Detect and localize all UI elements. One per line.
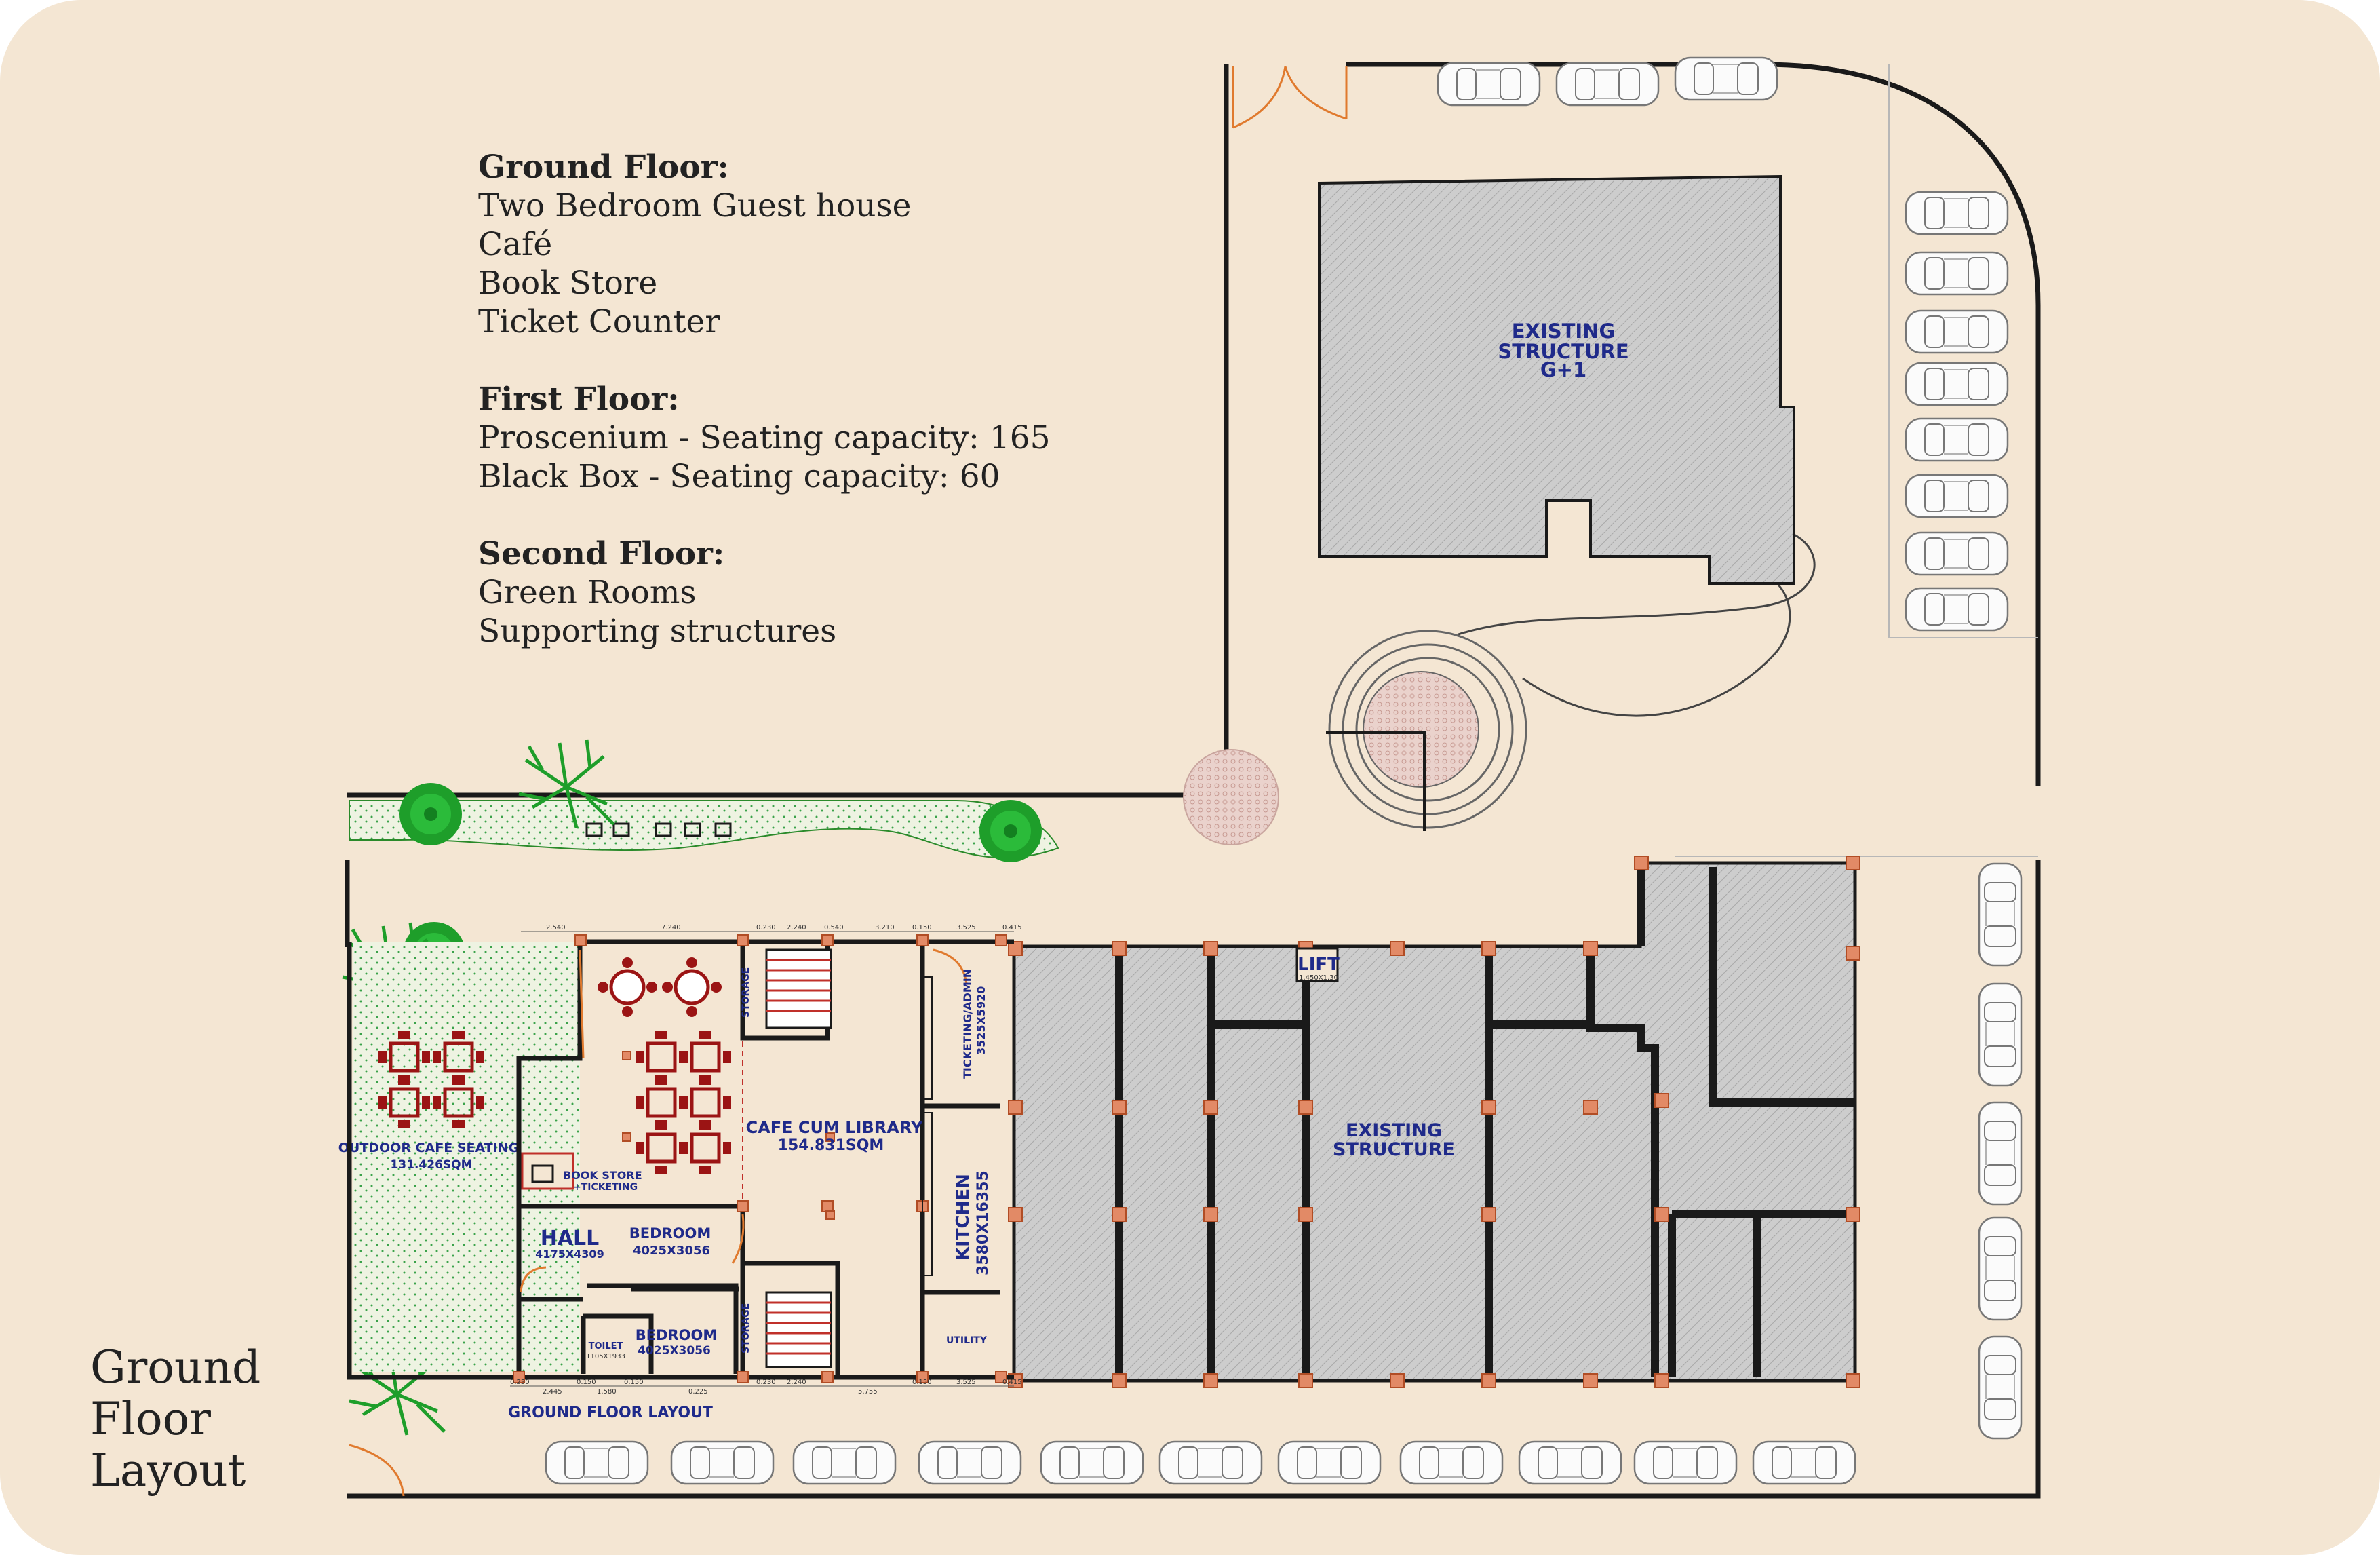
dimension-text: 7.240: [661, 924, 681, 932]
existing-structure-top: [1318, 174, 1795, 585]
staircase: [765, 948, 832, 1368]
cafe-area: 154.831SQM: [778, 1137, 884, 1154]
notes-ground-floor: Ground Floor: Two Bedroom Guest house Ca…: [478, 148, 1051, 341]
dimension-text: 0.150: [577, 1379, 596, 1386]
dimension-text: 0.230: [756, 1379, 776, 1386]
bedroom-dimension: 4025X3056: [638, 1344, 711, 1358]
notes-item: Black Box - Seating capacity: 60: [478, 458, 1000, 495]
dimension-text: 3.525: [956, 1379, 976, 1386]
bedroom-dimension: 4025X3056: [633, 1244, 710, 1258]
dimension-text: 0.415: [1002, 1379, 1022, 1386]
bookstore-label: +TICKETING: [573, 1182, 638, 1193]
lift-dimension: 1.450X1.30: [1299, 974, 1338, 982]
notes-item: Green Rooms: [478, 574, 697, 611]
cafe-tables: [598, 957, 731, 1174]
outdoor-area: 131.426SQM: [390, 1158, 472, 1172]
landscape-strip: [349, 800, 1059, 859]
kitchen-label: KITCHEN: [953, 1174, 973, 1261]
lift-label: LIFT: [1298, 955, 1340, 975]
notes-second-floor: Second Floor: Green Rooms Supporting str…: [478, 535, 1051, 651]
planter-boxes: [585, 822, 732, 837]
dimension-text: 2.445: [543, 1388, 562, 1396]
sheet-title: Ground Floor Layout: [90, 1342, 260, 1497]
dimension-text: 0.230: [510, 1379, 530, 1386]
lift-shaft: [1295, 947, 1339, 982]
notes-heading: Second Floor:: [478, 535, 725, 573]
amphitheatre-plaza: [1326, 526, 1816, 831]
notes-heading: Ground Floor:: [478, 149, 729, 186]
parking-right-upper: [1905, 191, 2009, 632]
cafe-label: CAFE CUM LIBRARY: [746, 1118, 923, 1137]
existing-main-label: STRUCTURE: [1333, 1139, 1455, 1160]
notes-first-floor: First Floor: Proscenium - Seating capaci…: [478, 380, 1051, 496]
ticketing-label: TICKETING/ADMIN: [961, 969, 974, 1079]
bedroom-label: BEDROOM: [629, 1225, 711, 1242]
top-dimension-line: 2.540 7.240 0.230 2.240 0.540 3.210 0.15…: [521, 924, 1022, 932]
storage-label: STORAGE: [741, 1303, 752, 1354]
parking-top: [1437, 56, 1778, 107]
dimension-text: 0.150: [624, 1379, 644, 1386]
paved-circle: [1183, 749, 1279, 845]
cafe-columns: [513, 934, 1007, 1383]
dimension-text: 0.150: [912, 924, 932, 932]
toilet-dimension: 1105X1933: [586, 1353, 625, 1360]
dimension-text: 1.580: [597, 1388, 617, 1396]
dimension-text: 0.230: [756, 924, 776, 932]
dimension-text: 5.755: [858, 1388, 878, 1396]
dimension-text: 0.540: [824, 924, 844, 932]
corner-gate: [349, 1444, 405, 1497]
notes-item: Book Store: [478, 265, 658, 302]
existing-top-label: G+1: [1540, 358, 1586, 381]
tree: [979, 800, 1042, 862]
toilet-label: TOILET: [589, 1341, 623, 1351]
parking-bottom: [545, 1440, 1856, 1485]
storage-label: STORAGE: [741, 967, 752, 1018]
kitchen-dimension: 3580X16355: [975, 1170, 992, 1275]
site-gate: [1232, 66, 1348, 129]
program-notes: Ground Floor: Two Bedroom Guest house Ca…: [478, 148, 1051, 689]
bedroom-label: BEDROOM: [636, 1327, 718, 1343]
layout-caption: GROUND FLOOR LAYOUT: [508, 1404, 713, 1421]
existing-main-label: EXISTING: [1346, 1120, 1442, 1141]
dimension-text: 3.525: [956, 924, 976, 932]
hall-dimension: 4175X4309: [535, 1248, 604, 1261]
utility-label: UTILITY: [946, 1335, 988, 1346]
notes-item: Supporting structures: [478, 613, 837, 650]
kitchen-counters: [922, 976, 933, 1276]
structure-columns: [1008, 856, 1860, 1388]
dimension-text: 0.225: [688, 1388, 708, 1396]
existing-top-label: STRUCTURE: [1498, 340, 1628, 363]
cafe-building-walls: [347, 939, 1014, 1380]
notes-item: Two Bedroom Guest house: [478, 187, 912, 225]
hall-label: HALL: [541, 1227, 600, 1250]
notes-item: Proscenium - Seating capacity: 165: [478, 419, 1051, 457]
existing-top-label: EXISTING: [1512, 320, 1616, 343]
dimension-text: 2.540: [546, 924, 566, 932]
tree: [399, 783, 462, 845]
wall-openings: [520, 948, 968, 1293]
notes-item: Café: [478, 226, 553, 263]
sheet-title-line: Ground: [90, 1341, 261, 1394]
parking-right-lower: [1978, 862, 2023, 1440]
sheet-title-line: Layout: [90, 1444, 246, 1497]
bookstore-desk: [531, 1164, 554, 1183]
dimension-text: 0.415: [1002, 924, 1022, 932]
notes-heading: First Floor:: [478, 381, 680, 418]
dimension-text: 0.150: [912, 1379, 932, 1386]
ticketing-dimension: 3525X5920: [975, 986, 988, 1055]
outdoor-label: OUTDOOR CAFE SEATING: [338, 1140, 520, 1155]
sheet-title-line: Floor: [90, 1393, 211, 1445]
dimension-text: 2.240: [787, 924, 806, 932]
dimension-text: 2.240: [787, 1379, 806, 1386]
notes-item: Ticket Counter: [478, 303, 720, 341]
bottom-dimension-line: 0.230 2.445 0.150 1.580 0.150 0.225 0.23…: [510, 1379, 1022, 1396]
dimension-text: 3.210: [875, 924, 895, 932]
bookstore-label: BOOK STORE: [563, 1169, 642, 1182]
site-boundary: [345, 62, 2041, 1499]
